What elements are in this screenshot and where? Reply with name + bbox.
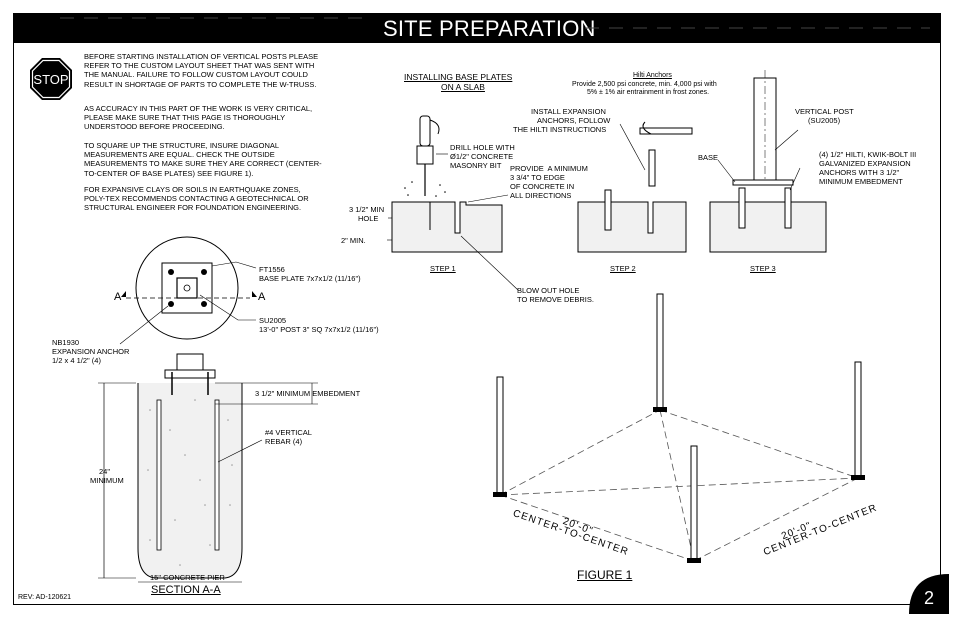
- embedment-label: 3 1/2" MINIMUM EMBEDMENT: [255, 389, 361, 398]
- install-label-3: THE HILTI INSTRUCTIONS: [513, 125, 607, 134]
- blow-label-1: BLOW OUT HOLE: [517, 286, 580, 295]
- section-mark-left: A: [114, 291, 122, 303]
- page-frame: [13, 13, 941, 605]
- ft1556-label: FT1556: [259, 265, 285, 274]
- figure-caption: FIGURE 1: [577, 568, 633, 582]
- step-3-label: STEP 3: [750, 264, 776, 273]
- su2005-desc: 13'-0" POST 3" SQ 7x7x1/2 (11/16"): [259, 325, 379, 334]
- drill-label-1: DRILL HOLE WITH: [450, 143, 515, 152]
- hilti-note-1: Provide 2,500 psi concrete, min. 4,000 p…: [572, 81, 717, 88]
- stop-sign-icon: STOP: [30, 58, 72, 100]
- rebar-label-2: REBAR (4): [265, 437, 303, 446]
- post-label-1: VERTICAL POST: [795, 107, 854, 116]
- nb1930-desc: EXPANSION ANCHOR: [52, 347, 130, 356]
- intro-paragraph-1: BEFORE STARTING INSTALLATION OF VERTICAL…: [84, 52, 319, 89]
- slab-heading-2: ON A SLAB: [441, 82, 485, 92]
- section-a-a-drawing: [98, 353, 318, 583]
- hole-label-2: HOLE: [358, 214, 379, 223]
- intro-paragraph-3: TO SQUARE UP THE STRUCTURE, INSURE DIAGO…: [84, 141, 322, 178]
- su2005-label: SU2005: [259, 316, 287, 325]
- section-mark-right: A: [258, 291, 266, 303]
- intro-paragraph-4: FOR EXPANSIVE CLAYS OR SOILS IN EARTHQUA…: [84, 185, 309, 213]
- intro-paragraph-2: AS ACCURACY IN THIS PART OF THE WORK IS …: [84, 104, 313, 132]
- stop-sign-text: STOP: [33, 72, 68, 87]
- kwik-label-1: (4) 1/2" HILTI, KWIK-BOLT III: [819, 150, 917, 159]
- install-label-2: ANCHORS, FOLLOW: [537, 116, 611, 125]
- slab-heading-1: INSTALLING BASE PLATES: [404, 72, 513, 82]
- base-label: BASE: [698, 153, 719, 162]
- edge-label-3: OF CONCRETE IN: [510, 182, 575, 191]
- hole-label-1: 3 1/2" MIN: [349, 205, 385, 214]
- hilti-note-2: 5% ± 1% air entrainment in frost zones.: [587, 89, 710, 96]
- page-number-badge: 2: [909, 574, 949, 614]
- min2-label: 2" MIN.: [341, 236, 366, 245]
- drill-label-2: Ø1/2" CONCRETE: [450, 152, 514, 161]
- anchor-bolts: [168, 269, 207, 307]
- dust-particles: [404, 181, 446, 197]
- depth-label-2: MINIMUM: [90, 476, 124, 485]
- figure-1-layout: [493, 293, 865, 563]
- revision-label: REV: AD-120621: [18, 594, 72, 601]
- hilti-title: Hilti Anchors: [633, 72, 672, 79]
- kwik-label-3: ANCHORS WITH 3 1/2": [819, 168, 900, 177]
- pier-label: 15" CONCRETE PIER: [150, 573, 225, 582]
- nb1930-label: NB1930: [52, 338, 80, 347]
- section-title: SECTION A-A: [151, 584, 221, 596]
- step-2-label: STEP 2: [610, 264, 636, 273]
- kwik-label-4: MINIMUM EMBEDMENT: [819, 177, 903, 186]
- slab-step-3: [709, 70, 827, 253]
- drill-label-3: MASONRY BIT: [450, 161, 502, 170]
- edge-label-1: PROVIDE A MINIMUM: [510, 164, 588, 173]
- page-title: SITE PREPARATION: [383, 16, 596, 41]
- post-label-2: (SU2005): [808, 116, 841, 125]
- slab-step-2: [577, 121, 693, 253]
- edge-label-4: ALL DIRECTIONS: [510, 191, 572, 200]
- page-number: 2: [924, 588, 934, 608]
- plan-view: [119, 236, 257, 345]
- kwik-label-2: GALVANIZED EXPANSION: [819, 159, 911, 168]
- slab-step-1: [387, 115, 519, 291]
- blow-label-2: TO REMOVE DEBRIS.: [517, 295, 594, 304]
- nb1930-size: 1/2 x 4 1/2" (4): [52, 356, 101, 365]
- ft1556-desc: BASE PLATE 7x7x1/2 (11/16"): [259, 274, 361, 283]
- edge-label-2: 3 3/4" TO EDGE: [510, 173, 565, 182]
- rebar-label-1: #4 VERTICAL: [265, 428, 312, 437]
- title-dash-decoration: [60, 17, 930, 29]
- depth-label-1: 24": [99, 467, 111, 476]
- step-1-label: STEP 1: [430, 264, 456, 273]
- install-label-1: INSTALL EXPANSION: [531, 107, 606, 116]
